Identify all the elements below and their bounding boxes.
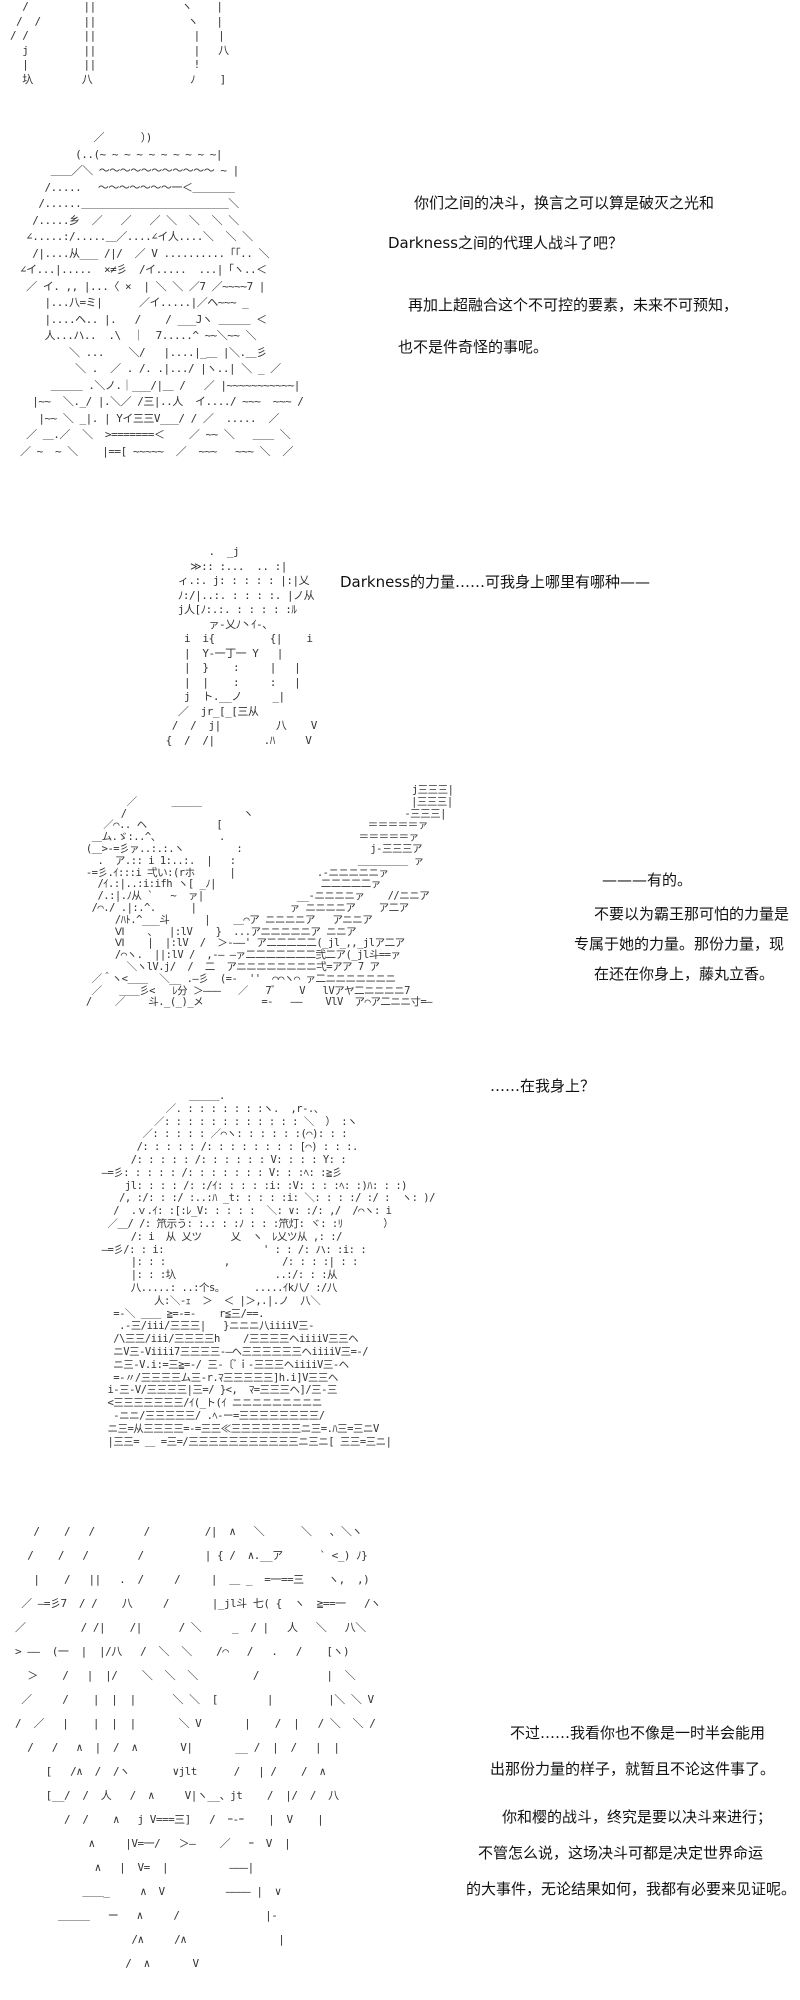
ascii-art-panel-1: / || ヽ | / / || ヽ | / / || | | j || | 八 … (10, 0, 229, 86)
ascii-art-panel-2: ／ ）) (..(~ ~ ~ ~ ~ ~ ~ ~ ~ ~| ＿＿／＼ ～～～～～… (20, 131, 304, 458)
dialogue-line: 不要以为霸王那可怕的力量是 (594, 905, 790, 923)
dialogue-line: 出那份力量的样子，就暂且不论这件事了。 (490, 1760, 776, 1778)
ascii-art-panel-3: . _j ≫:: :... .. :| ィ.:. j: : : : : |:|乂… (165, 545, 318, 747)
dialogue-line: 你们之间的决斗，换言之可以算是破灭之光和 (414, 194, 715, 212)
dialogue-line: 专属于她的力量。那份力量，现 (574, 935, 785, 953)
dialogue-line: 不过……我看你也不像是一时半会能用 (510, 1724, 766, 1742)
dialogue-panel-5: ……在我身上？ (490, 1076, 595, 1096)
dialogue-panel-6: 不过……我看你也不像是一时半会能用 出那份力量的样子，就暂且不论这件事了。 你和… (466, 1723, 796, 1899)
dialogue-panel-2: 你们之间的决斗，换言之可以算是破灭之光和 Darkness之间的代理人战斗了吧？… (388, 193, 738, 357)
dialogue-line: ……在我身上？ (490, 1077, 596, 1095)
dialogue-line: ———有的。 (602, 871, 693, 889)
dialogue-panel-4: ———有的。 不要以为霸王那可怕的力量是 专属于她的力量。那份力量，现 在还在你… (574, 870, 789, 984)
dialogue-line: Darkness的力量……可我身上哪里有哪种—— (340, 573, 650, 591)
ascii-art-panel-5: ＿＿＿. ／. : : : : : : :ヽ. ,r-.、 ／: : : : :… (101, 1090, 436, 1448)
ascii-art-panel-4: j三三三| ／ ＿＿＿ |三三三| / ヽ -三三三| ／⌒.. ヘ [ ＝＝＝… (85, 784, 454, 1009)
dialogue-line: 也不是件奇怪的事呢。 (398, 338, 549, 356)
dialogue-panel-3: Darkness的力量……可我身上哪里有哪种—— (340, 572, 650, 592)
dialogue-line: 你和樱的战斗，终究是要以决斗来进行； (502, 1808, 773, 1826)
ascii-art-panel-6: / / / / /| ∧ ＼ ＼ ､ ＼ヽ / / / / | { / ∧.__… (15, 1525, 381, 1970)
dialogue-line: Darkness之间的代理人战斗了吧？ (388, 234, 623, 252)
dialogue-line: 的大事件，无论结果如何，我都有必要来见证呢。 (466, 1880, 797, 1898)
dialogue-line: 在还在你身上，藤丸立香。 (594, 965, 775, 983)
dialogue-line: 再加上超融合这个不可控的要素，未来不可预知， (408, 296, 739, 314)
dialogue-line: 不管怎么说，这场决斗可都是决定世界命运 (478, 1844, 764, 1862)
